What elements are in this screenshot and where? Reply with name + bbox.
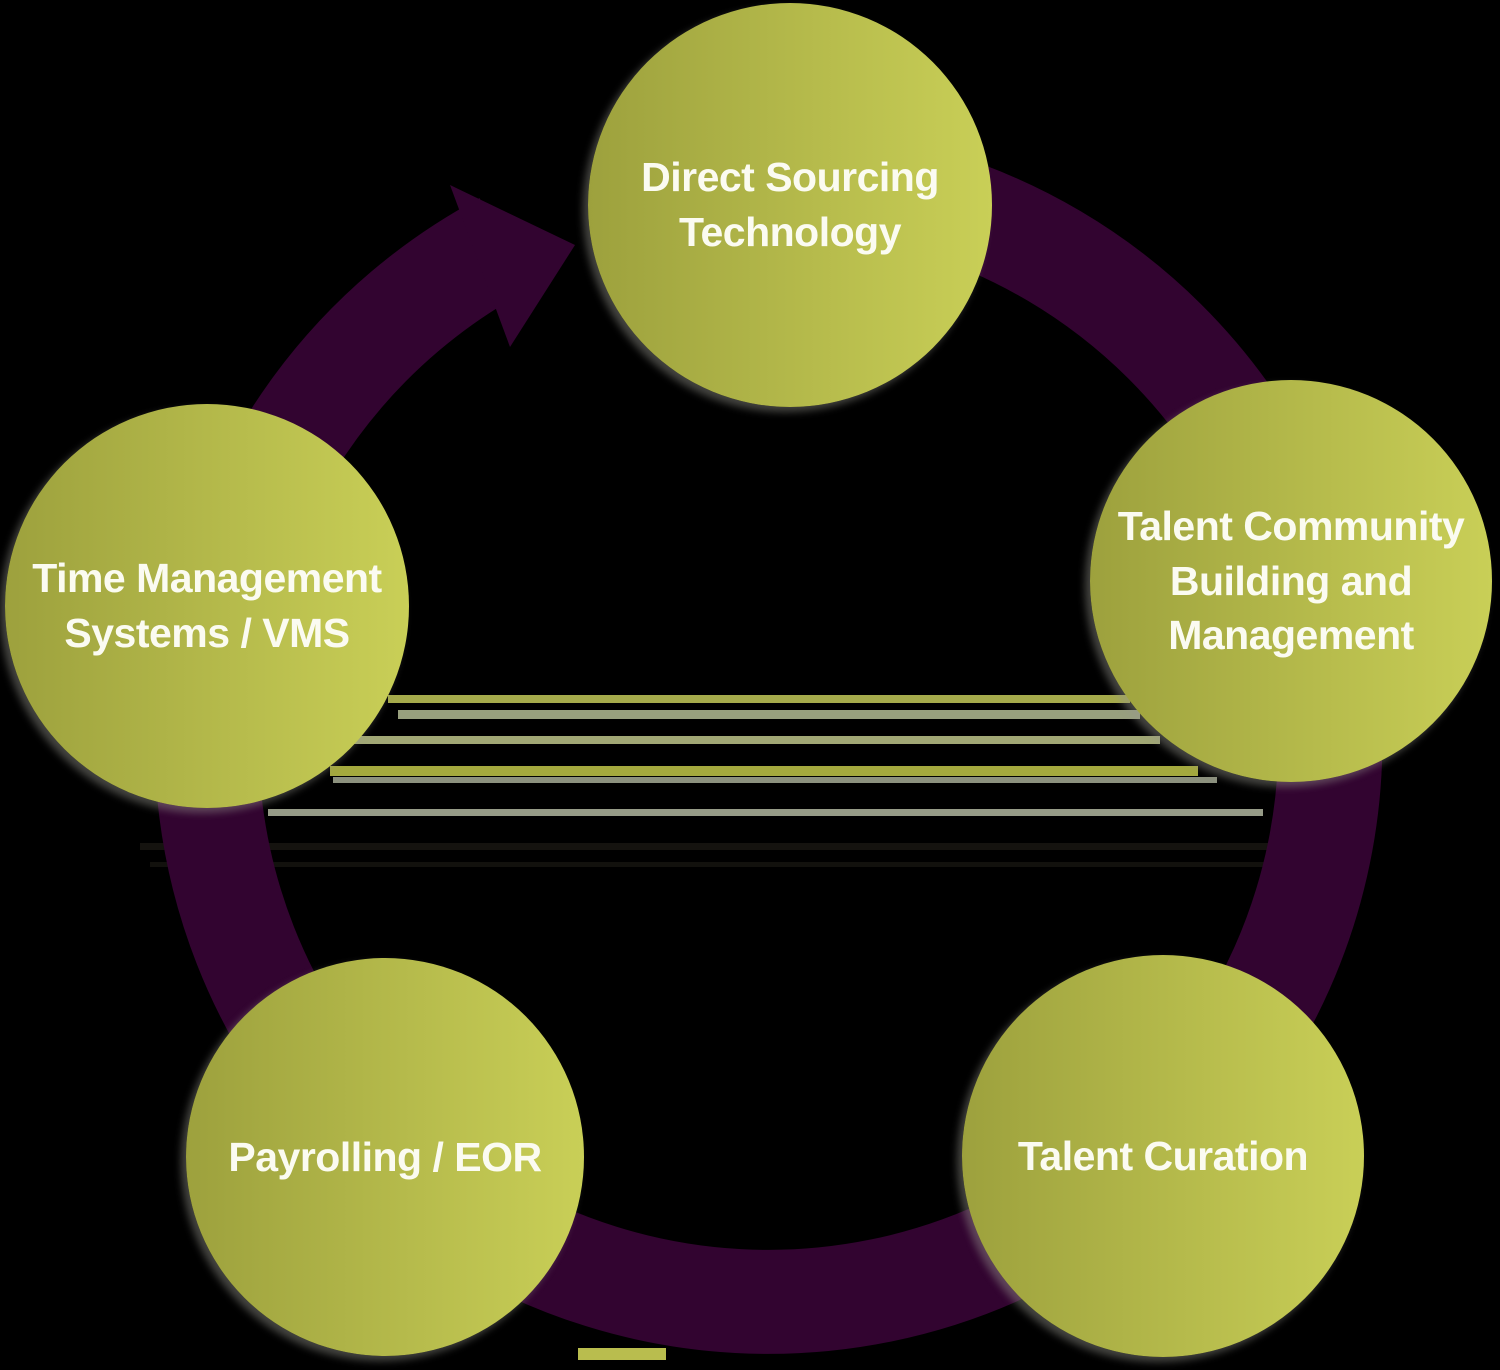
artifact-stripe bbox=[345, 736, 1160, 744]
artifact-stripe bbox=[333, 777, 1217, 783]
node-talent-curation: Talent Curation bbox=[962, 955, 1364, 1357]
node-talent-community-building-and-management: Talent Community Building and Management bbox=[1090, 380, 1492, 782]
artifact-stripe bbox=[388, 695, 1130, 703]
node-label: Payrolling / EOR bbox=[228, 1133, 542, 1180]
artifact-stripe bbox=[578, 1348, 666, 1360]
node-time-management-systems-vms: Time Management Systems / VMS bbox=[5, 404, 409, 808]
node-label: Time Management Systems / VMS bbox=[32, 555, 382, 656]
artifact-stripe bbox=[398, 710, 1140, 719]
artifact-stripe bbox=[150, 862, 1360, 867]
artifact-stripe bbox=[268, 809, 1263, 816]
arrowhead-icon bbox=[450, 185, 575, 347]
artifact-stripe bbox=[140, 843, 1355, 850]
node-label: Talent Curation bbox=[1017, 1132, 1309, 1179]
node-direct-sourcing-technology: Direct Sourcing Technology bbox=[588, 3, 992, 407]
artifact-stripe bbox=[330, 766, 1198, 776]
node-label: Direct Sourcing Technology bbox=[641, 154, 939, 255]
node-label: Talent Community Building and Management bbox=[1117, 503, 1465, 659]
node-payrolling-eor: Payrolling / EOR bbox=[186, 958, 584, 1356]
